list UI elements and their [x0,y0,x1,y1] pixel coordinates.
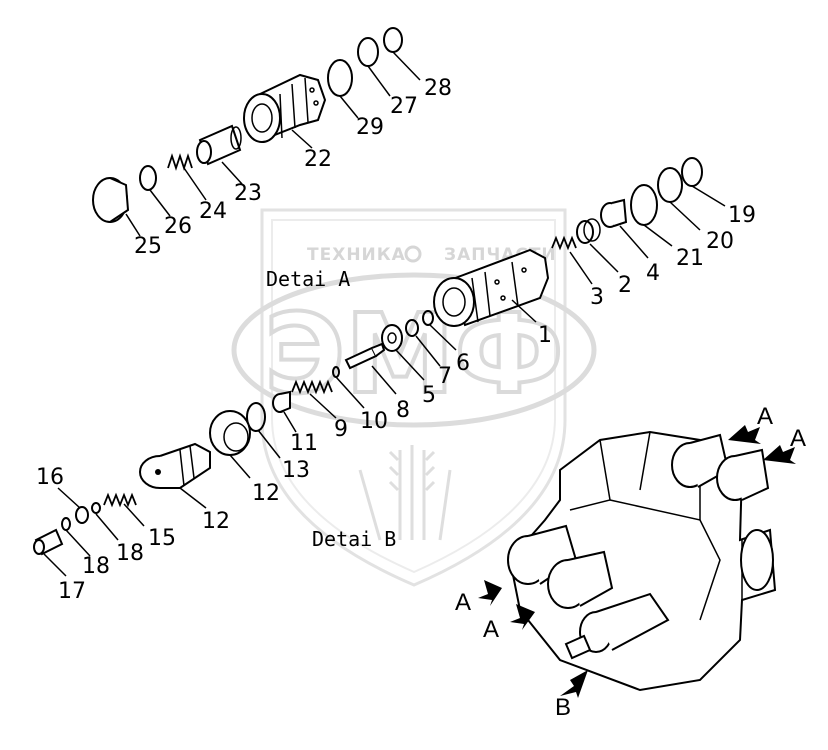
callout-16: 16 [36,465,64,490]
callout-22: 22 [304,147,332,172]
part-17-screw [33,528,64,556]
ring-26 [139,165,157,191]
callout-18a: 18 [82,554,110,579]
arrow-a4: A [483,604,535,643]
watermark: ТЕХНИКА ЗАПЧАСТИ ЭМФ [231,208,597,587]
part-8-pin [344,342,386,370]
spring-15 [103,492,137,508]
spring-3 [551,235,577,251]
gear-icon [404,245,422,263]
part-23-sleeve [196,124,242,166]
callout-1: 1 [538,323,552,348]
callout-26: 26 [164,214,192,239]
part-12-valve-cap [139,442,211,489]
arrow-a1: A [728,403,773,444]
arrow-a3-label: A [455,589,471,616]
callout-25: 25 [134,234,162,259]
watermark-logo-letters: ЭМФ [264,290,563,418]
callout-5: 5 [422,383,436,408]
spring-9 [291,379,333,395]
callout-29: 29 [356,115,384,140]
callout-21: 21 [676,246,704,271]
callout-14: 13 [282,458,310,483]
ring-27 [383,27,403,53]
callout-11: 11 [290,431,318,456]
part-18-washer-a [61,517,71,531]
valve-block-assembly [507,430,777,692]
spring-24 [167,153,193,171]
callout-19: 19 [728,203,756,228]
callout-17: 17 [58,579,86,604]
part-22-valve-body [243,73,327,143]
callout-9: 9 [334,417,348,442]
arrow-b1: B [555,670,588,721]
arrow-a2: A [763,425,806,464]
callout-7: 7 [438,364,452,389]
part-2-plug [576,218,601,244]
callout-10: 10 [360,409,388,434]
ring-29 [327,59,353,97]
part-11-plunger [272,390,291,413]
part-16-nut [75,506,89,524]
ring-6 [422,310,434,326]
part-18-washer-b [91,502,101,514]
callout-8: 8 [396,398,410,423]
callout-15: 15 [148,526,176,551]
watermark-brand-left: ТЕХНИКА [307,245,406,265]
ring-7 [405,319,419,337]
arrow-a2-label: A [790,425,806,452]
arrow-a3: A [455,580,502,616]
detail-a-label: Detai A [266,267,350,291]
callout-20: 20 [706,229,734,254]
callout-23: 23 [234,181,262,206]
detail-b-label: Detai B [312,527,396,551]
callout-4: 4 [646,261,660,286]
ring-28 [357,37,379,67]
ring-21 [630,184,658,226]
callout-3: 3 [590,285,604,310]
callout-18b: 18 [116,541,144,566]
part-4-nut [600,198,628,228]
callout-28: 27 [390,94,418,119]
part-13-cap-ring [209,410,251,456]
callout-24: 24 [199,199,227,224]
callout-13: 12 [252,481,280,506]
ring-19 [681,157,703,187]
leader-lines [43,51,726,577]
part-1-valve-body [433,248,550,327]
callout-6: 6 [456,351,470,376]
callout-12: 12 [202,509,230,534]
arrow-b1-label: B [555,694,571,721]
ring-20 [657,167,683,203]
callout-27: 28 [424,76,452,101]
arrow-a1-label: A [757,403,773,430]
callout-numbers: 28 27 29 22 23 24 26 25 19 20 21 4 2 3 1… [36,76,756,604]
part-5-seat [381,324,403,352]
ring-14 [246,402,266,432]
arrow-a4-label: A [483,616,499,643]
part-25-cap [92,177,130,223]
callout-2: 2 [618,273,632,298]
